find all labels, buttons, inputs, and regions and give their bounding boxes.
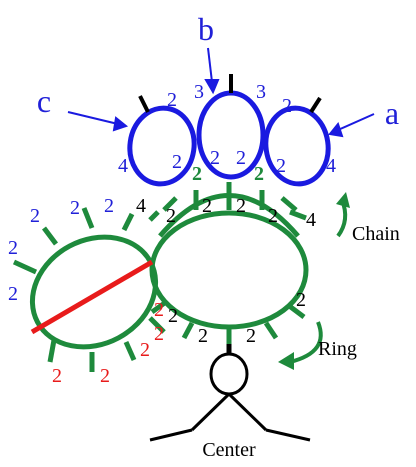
main-green-ring <box>148 182 309 344</box>
black-numbers: 4 2 2 2 2 4 2 2 2 2 <box>136 195 316 347</box>
label-a: a <box>385 95 399 131</box>
chain-spoke <box>280 196 298 212</box>
center-leg-right <box>265 428 311 442</box>
num-lower-right: 2 <box>296 289 306 311</box>
arrow-a <box>337 113 375 131</box>
arrow-a-head <box>328 121 344 138</box>
left-ring-spoke <box>42 226 58 246</box>
arrow-c-head <box>112 116 129 132</box>
left-ring <box>29 234 159 350</box>
arrow-c <box>67 111 119 125</box>
num-green-2: 2 <box>254 163 264 185</box>
red-bar <box>30 259 154 335</box>
num-lower-mid-2: 2 <box>246 325 256 347</box>
num-b-left: 3 <box>194 81 204 103</box>
label-chain: Chain <box>352 223 400 245</box>
left-green-ring <box>12 207 166 372</box>
ring-arrow-head <box>278 352 294 370</box>
num-upper-4: 2 <box>268 205 278 227</box>
num-red-3: 2 <box>140 339 150 361</box>
left-ring-spoke <box>12 259 38 275</box>
arrow-b <box>207 47 213 83</box>
center-arm-right <box>227 392 268 432</box>
red-numbers: 2 2 2 2 2 <box>52 299 164 387</box>
num-lower-mid-1: 2 <box>198 325 208 347</box>
num-c-inner: 2 <box>172 151 182 173</box>
num-b-inner-left: 2 <box>210 147 220 169</box>
num-red-5: 2 <box>52 365 62 387</box>
num-left-ring-2: 2 <box>70 197 80 219</box>
ring-spoke <box>181 321 195 340</box>
num-upper-3: 2 <box>236 195 246 217</box>
num-lower-left: 2 <box>168 305 178 327</box>
num-upper-right: 4 <box>306 209 316 231</box>
num-c-left: 4 <box>118 155 128 177</box>
arrow-b-head <box>204 79 220 95</box>
chain-spoke <box>289 209 307 221</box>
label-c: c <box>37 83 51 119</box>
ring-a-spoke <box>309 96 322 114</box>
ring-arrow <box>289 321 323 364</box>
blue-ring-spokes <box>138 74 322 114</box>
blue-ring-c <box>127 105 197 187</box>
left-ring-spoke <box>123 340 137 362</box>
center-ring <box>209 352 249 396</box>
num-a-inner: 2 <box>276 155 286 177</box>
num-b-inner-right: 2 <box>236 147 246 169</box>
num-left-ring-4: 2 <box>8 237 18 259</box>
num-upper-left: 4 <box>136 195 146 217</box>
pointer-arrows <box>67 47 375 138</box>
num-green-1: 2 <box>192 163 202 185</box>
left-ring-spoke <box>47 339 57 363</box>
ring-spoke <box>286 303 306 319</box>
chain-arrow-head <box>336 192 350 208</box>
center-arm-left <box>190 392 231 432</box>
num-red-1: 2 <box>154 299 164 321</box>
left-ring-spoke <box>121 212 135 232</box>
num-b-right: 3 <box>256 81 266 103</box>
center-label: Center <box>202 439 256 461</box>
num-a-right: 4 <box>326 155 336 177</box>
left-ring-spoke <box>81 207 95 229</box>
num-c-top: 2 <box>167 89 177 111</box>
num-left-ring-5: 2 <box>8 283 18 305</box>
num-red-2: 2 <box>154 323 164 345</box>
ring-c-spoke <box>138 95 150 113</box>
ring-spoke <box>263 321 279 340</box>
blue-ring-a <box>263 105 331 187</box>
num-upper-2: 2 <box>202 195 212 217</box>
label-b: b <box>198 11 214 47</box>
num-upper-1: 2 <box>166 205 176 227</box>
num-left-ring-3: 2 <box>104 195 114 217</box>
center-figure: Center <box>149 342 311 461</box>
blue-numbers: 2 4 2 3 3 2 2 2 2 4 2 2 2 2 2 <box>8 81 336 305</box>
chain-spoke <box>162 196 178 212</box>
num-left-ring-1: 2 <box>30 205 40 227</box>
num-red-4: 2 <box>100 365 110 387</box>
blue-rings <box>127 90 331 187</box>
num-a-top: 2 <box>282 95 292 117</box>
ring-spoke <box>150 299 168 315</box>
green-numbers: 2 2 <box>192 163 264 185</box>
left-ring-spoke <box>148 316 166 334</box>
center-leg-left <box>149 428 193 442</box>
chain-spoke <box>148 210 160 222</box>
label-ring: Ring <box>318 338 357 360</box>
